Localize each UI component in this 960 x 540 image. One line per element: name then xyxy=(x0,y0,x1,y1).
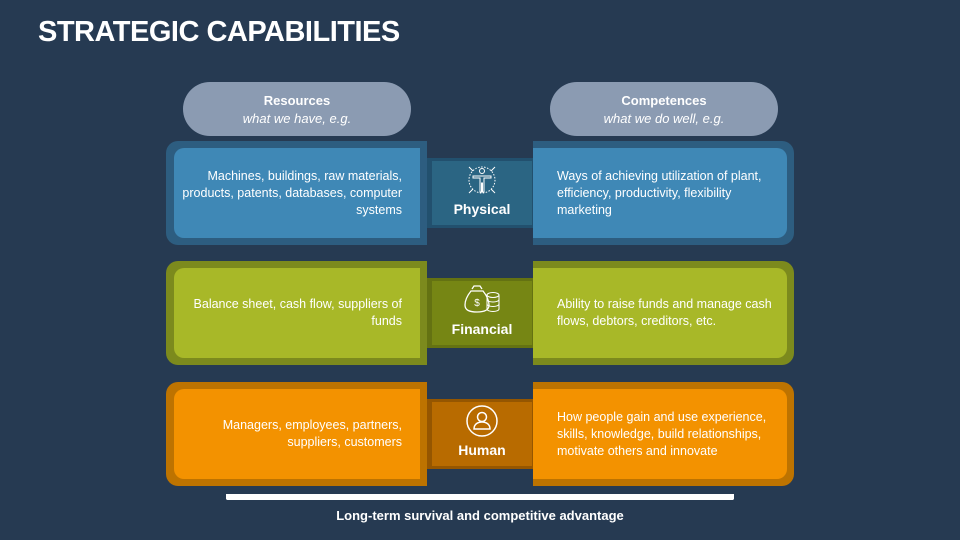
resources-header: Resources what we have, e.g. xyxy=(183,82,411,136)
competences-text: Ways of achieving utilization of plant, … xyxy=(533,148,787,238)
competences-header: Competences what we do well, e.g. xyxy=(550,82,778,136)
svg-text:$: $ xyxy=(474,298,480,309)
resources-header-label: Resources xyxy=(263,93,331,108)
competences-header-label: Competences xyxy=(621,93,707,108)
category-human: Human xyxy=(432,402,532,466)
bracket xyxy=(226,494,734,500)
category-financial: $ Financial xyxy=(432,281,532,345)
competences-header-sub: what we do well, e.g. xyxy=(603,111,725,126)
category-physical: Physical xyxy=(432,161,532,225)
resources-text: Balance sheet, cash flow, suppliers of f… xyxy=(174,268,420,358)
row-financial: Balance sheet, cash flow, suppliers of f… xyxy=(166,261,794,365)
category-label: Physical xyxy=(453,201,511,217)
vitruvian-man-icon xyxy=(468,166,496,194)
person-icon xyxy=(466,405,498,437)
resources-header-sub: what we have, e.g. xyxy=(242,111,352,126)
money-bag-coins-icon: $ xyxy=(464,285,500,313)
category-label: Human xyxy=(458,442,506,458)
competences-text: How people gain and use experience, skil… xyxy=(533,389,787,479)
row-physical: Machines, buildings, raw materials, prod… xyxy=(166,141,794,245)
resources-text: Machines, buildings, raw materials, prod… xyxy=(174,148,420,238)
row-human: Managers, employees, partners, suppliers… xyxy=(166,382,794,486)
footer-caption: Long-term survival and competitive advan… xyxy=(336,508,624,523)
resources-text: Managers, employees, partners, suppliers… xyxy=(174,389,420,479)
page-title: STRATEGIC CAPABILITIES xyxy=(38,16,400,48)
category-label: Financial xyxy=(451,321,513,337)
competences-text: Ability to raise funds and manage cash f… xyxy=(533,268,787,358)
